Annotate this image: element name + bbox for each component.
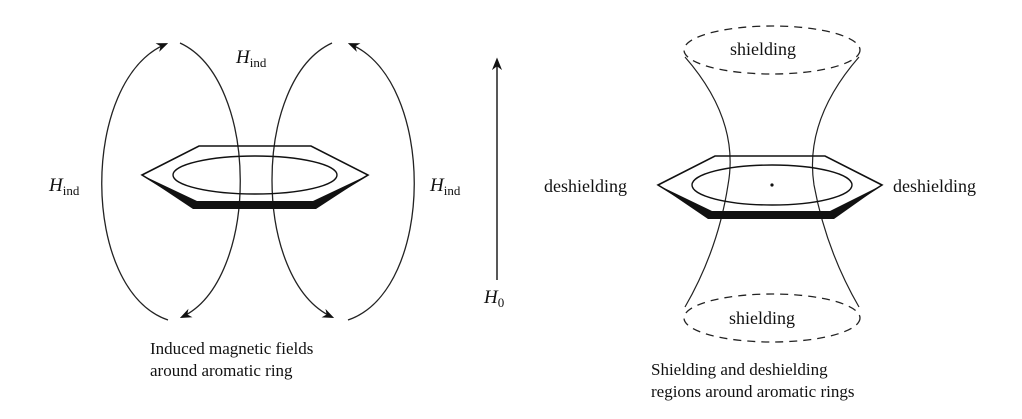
- h0-label: H0: [484, 287, 505, 310]
- right-caption: Shielding and deshielding regions around…: [651, 360, 855, 401]
- shielding-label-bottom: shielding: [729, 308, 795, 328]
- left-caption: Induced magnetic fields around aromatic …: [150, 339, 314, 380]
- benzene-ring-left: [140, 145, 370, 209]
- shielding-cone-top: [683, 25, 861, 75]
- shielding-cone-bottom: [683, 293, 861, 343]
- h-ind-label-top: Hind: [236, 47, 267, 70]
- h-ind-label-right: Hind: [430, 175, 461, 198]
- right-field-loop: [271, 42, 415, 321]
- deshielding-label-left: deshielding: [544, 176, 627, 196]
- benzene-ring-right: [656, 155, 884, 219]
- deshielding-label-right: deshielding: [893, 176, 976, 196]
- h-ind-label-left: Hind: [49, 175, 80, 198]
- shielding-label-top: shielding: [730, 39, 796, 59]
- left-field-loop: [101, 42, 241, 321]
- shielding-boundary: [684, 56, 860, 308]
